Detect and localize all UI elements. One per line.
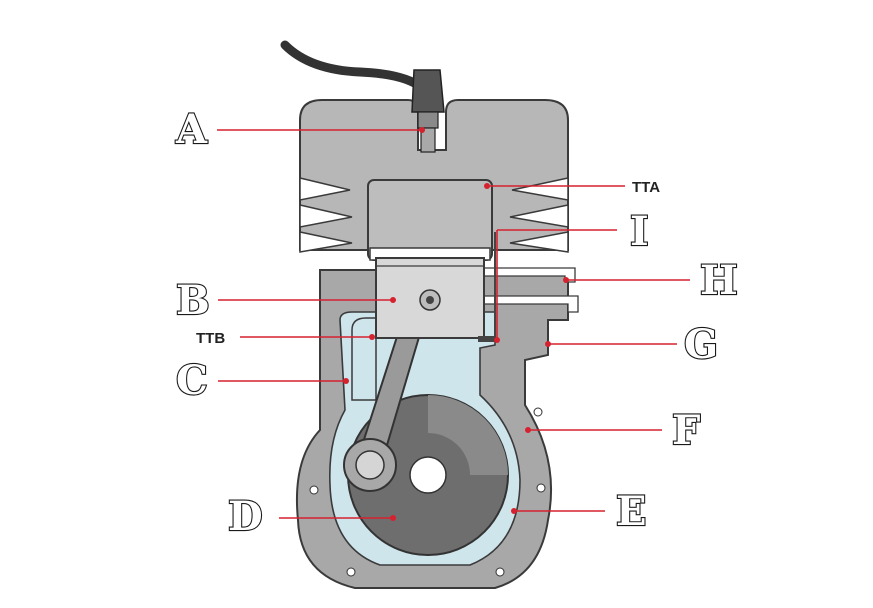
piston	[369, 247, 491, 339]
label-i: I	[630, 208, 649, 255]
label-b: B	[176, 277, 210, 324]
label-g: G	[684, 321, 718, 368]
label-h: H	[700, 257, 738, 304]
label-f: F	[672, 407, 700, 454]
label-a: A	[175, 106, 208, 153]
label-e: E	[616, 488, 647, 535]
spark-plug-wire	[280, 40, 427, 93]
label-d: D	[228, 493, 263, 540]
label-tta: TTA	[632, 179, 660, 196]
label-c: C	[176, 357, 208, 404]
leader-lines	[217, 127, 690, 521]
label-ttb: TTB	[196, 330, 225, 347]
spark-plug-icon	[411, 69, 445, 153]
port-reed	[478, 232, 496, 342]
